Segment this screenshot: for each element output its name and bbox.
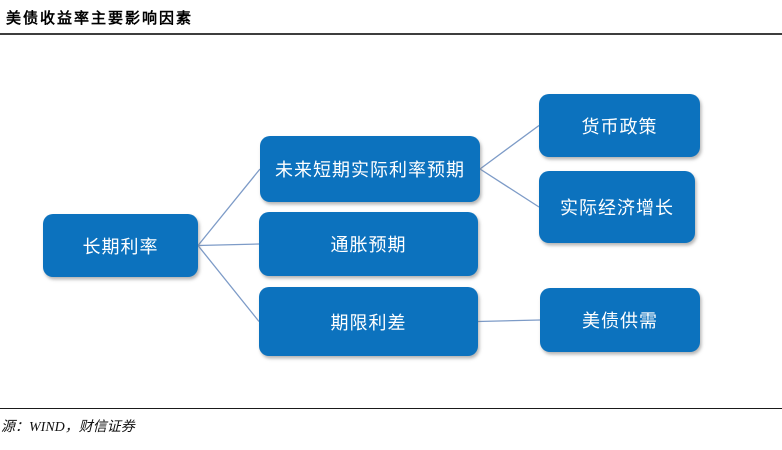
- diagram-node-term-spread: 期限利差: [259, 287, 478, 356]
- diagram-node-future-short-term-real-rate-expectation: 未来短期实际利率预期: [260, 136, 480, 202]
- edge-long-term-rate-to-future-short-term-real-rate-expectation: [197, 168, 261, 246]
- edge-long-term-rate-to-term-spread: [197, 245, 260, 322]
- title-divider: [0, 33, 782, 35]
- edge-term-spread-to-treasury-supply-demand: [477, 319, 541, 323]
- edge-future-short-term-real-rate-expectation-to-monetary-policy: [479, 124, 540, 170]
- diagram-node-real-economic-growth: 实际经济增长: [539, 171, 695, 243]
- figure-title: 美债收益率主要影响因素: [6, 11, 194, 27]
- diagram-node-label: 实际经济增长: [560, 198, 674, 218]
- edge-future-short-term-real-rate-expectation-to-real-economic-growth: [479, 168, 540, 208]
- diagram-node-inflation-expectation: 通胀预期: [259, 212, 478, 276]
- diagram-node-label: 期限利差: [330, 312, 407, 333]
- diagram-node-long-term-rate: 长期利率: [43, 214, 198, 277]
- diagram-node-monetary-policy: 货币政策: [539, 94, 700, 157]
- diagram-node-label: 长期利率: [82, 236, 159, 257]
- source-text: 源：WIND，财信证券: [1, 420, 135, 435]
- diagram-node-label: 美债供需: [582, 311, 658, 331]
- edge-long-term-rate-to-inflation-expectation: [197, 243, 260, 247]
- diagram-node-label: 通胀预期: [330, 235, 407, 255]
- footer-divider: [0, 408, 782, 409]
- diagram-node-label: 货币政策: [581, 116, 658, 137]
- diagram-node-label: 未来短期实际利率预期: [275, 160, 465, 180]
- diagram-node-treasury-supply-demand: 美债供需: [540, 288, 700, 352]
